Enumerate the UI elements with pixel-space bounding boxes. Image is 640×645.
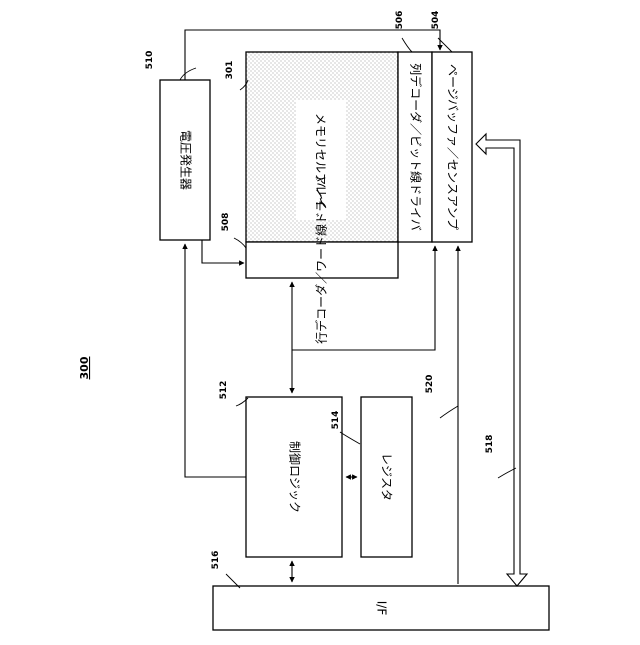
ref-514: 514 [331, 411, 341, 430]
control-logic-label: 制御ロジック [288, 441, 303, 513]
ref-510: 510 [145, 51, 155, 70]
control-to-vgen-line [185, 244, 246, 477]
ref-506: 506 [395, 11, 405, 30]
row-decoder-label: 行デコーダ／ワード線ドライバ [314, 176, 329, 344]
column-decoder-label: 列デコーダ／ビット線ドライバ [409, 63, 424, 231]
ref-512: 512 [219, 381, 229, 400]
interface-label: I/F [375, 601, 389, 616]
register-label: レジスタ [380, 453, 394, 501]
ref-508-leader [234, 238, 246, 248]
voltage-generator-label: 電圧発生器 [179, 130, 193, 190]
ref-520: 520 [425, 375, 435, 394]
ref-301: 301 [225, 61, 235, 80]
page-buffer-label: ページバッファ／センスアンプ [446, 64, 460, 230]
ref-520-leader [440, 406, 458, 418]
ref-518-leader [498, 468, 516, 478]
ref-508: 508 [221, 213, 231, 232]
ref-516: 516 [211, 551, 221, 570]
ref-518: 518 [485, 435, 495, 454]
figure-label: 300 [78, 356, 91, 379]
ref-510-leader [180, 68, 196, 80]
vgen-to-row-decoder-line [202, 240, 244, 263]
data-bus-arrow [476, 134, 527, 586]
ref-514-leader [340, 432, 360, 444]
ref-506-leader [402, 38, 412, 52]
ref-504: 504 [431, 11, 441, 30]
